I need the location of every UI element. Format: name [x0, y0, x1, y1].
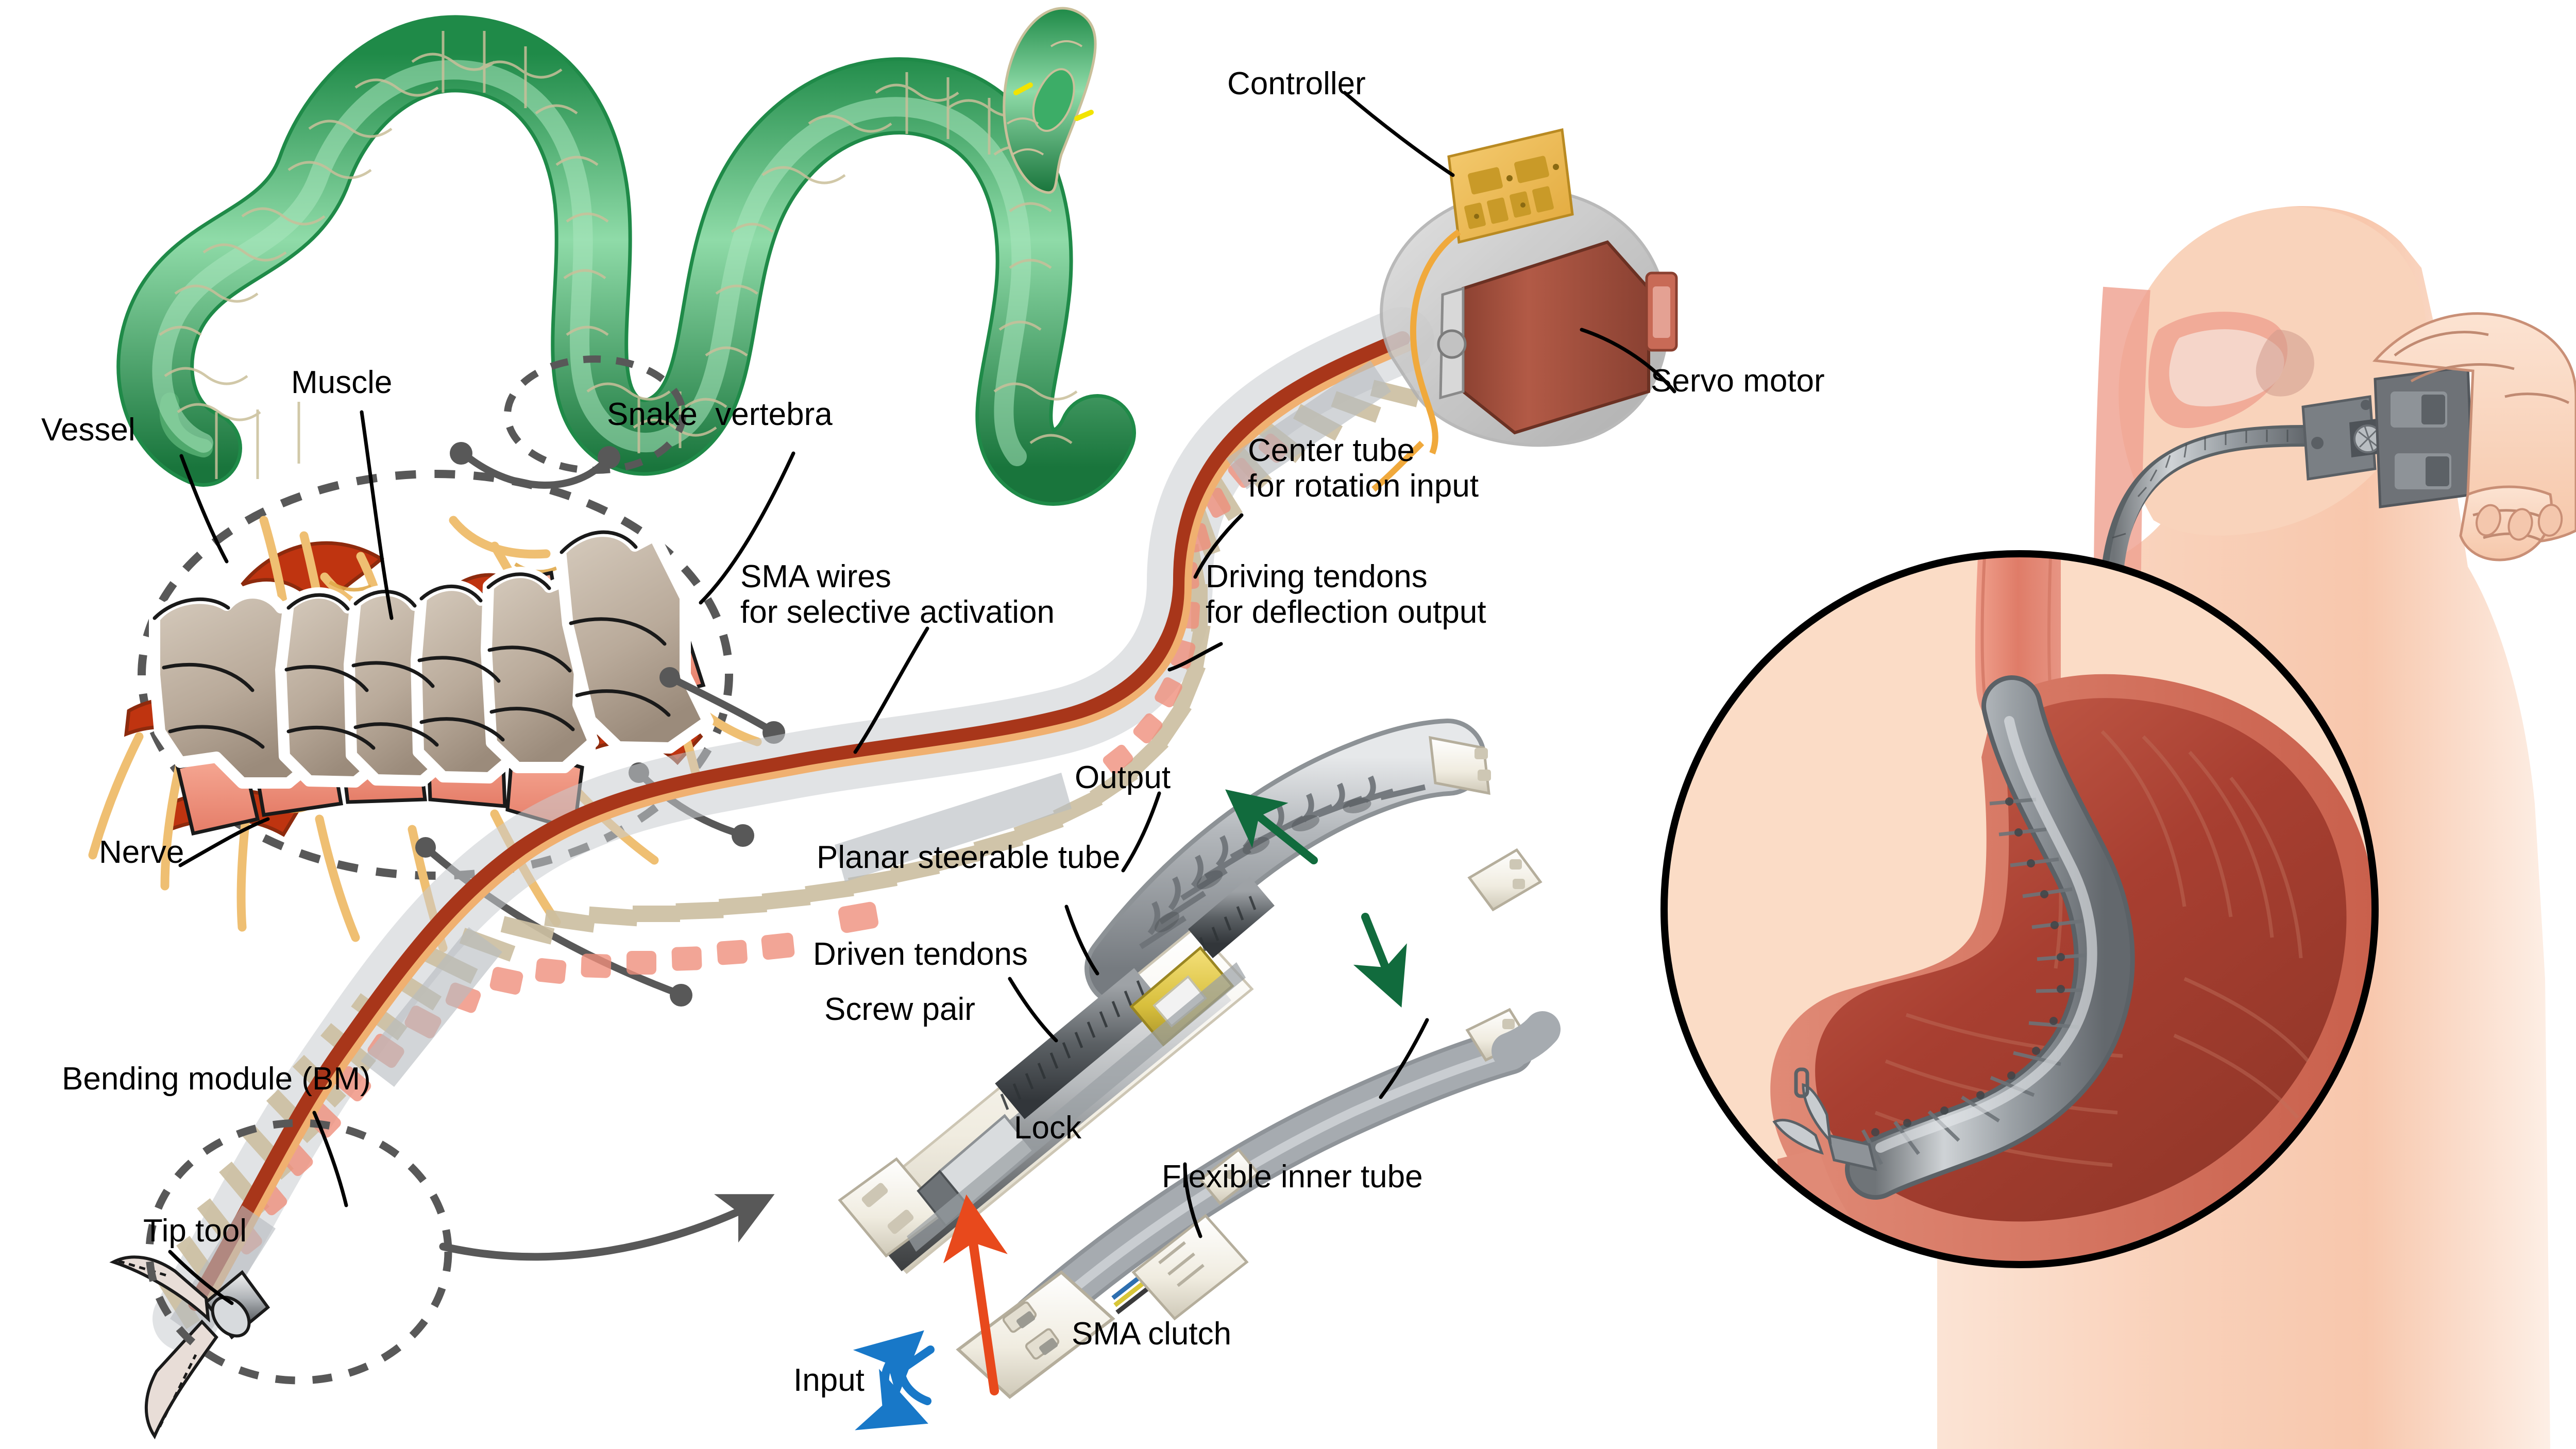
- steerable-tube-end-cap: [1429, 736, 1491, 795]
- leader-vertebra-to-body-3: [666, 674, 776, 735]
- output-arrow-upper: [1225, 789, 1318, 864]
- endoscope-segment-dots: [1871, 797, 2065, 1136]
- label-bending-module: Bending module (BM): [62, 1061, 371, 1097]
- snake-vertebra-anatomy: [88, 516, 762, 952]
- leader-bending-module: [312, 1111, 348, 1207]
- operator-hand: [2372, 312, 2576, 561]
- driven-tendons-braid: [995, 876, 1275, 1119]
- label-controller: Controller: [1227, 66, 1366, 101]
- label-planar-steerable-tube: Planar steerable tube: [817, 840, 1121, 875]
- output-arrow-lower: [1353, 913, 1407, 1008]
- robot-body-muscle-analogues: [227, 433, 1289, 1255]
- label-output: Output: [1075, 760, 1171, 795]
- bm-to-detail-arrow: [439, 1194, 775, 1261]
- leader-nerve: [178, 817, 270, 867]
- label-lock: Lock: [1014, 1110, 1081, 1146]
- tongue: [2169, 329, 2284, 406]
- snake-eye: [1013, 82, 1033, 95]
- lock-arrow: [943, 1194, 1008, 1395]
- leader-controller: [1343, 91, 1455, 177]
- leader-servo-motor: [1580, 328, 1676, 394]
- leader-planar-steerable-tube: [1121, 791, 1161, 873]
- label-tip-tool: Tip tool: [143, 1213, 247, 1249]
- leader-flexible-inner-tube: [1379, 1018, 1429, 1099]
- driving-tendon-line: [199, 344, 1413, 1315]
- vertebra-callout-ellipse: [138, 470, 733, 880]
- controller-pcb: [1447, 128, 1574, 244]
- leader-sma-wires: [853, 626, 929, 754]
- label-input: Input: [793, 1362, 865, 1398]
- leader-center-tube: [1193, 513, 1244, 579]
- leader-screw-pair: [1008, 977, 1058, 1043]
- transmission-mechanism-detail: [838, 719, 1561, 1399]
- detail-second-branch-cap: [1467, 848, 1543, 912]
- label-flexible-inner-tube: Flexible inner tube: [1162, 1159, 1423, 1195]
- endoscope-handle: [2301, 365, 2475, 508]
- vertebra-detail-lines: [152, 530, 671, 750]
- label-leader-lines: [168, 91, 1676, 1305]
- magnifier-circle-outline: [1660, 550, 2379, 1268]
- leader-driving-tendons: [1167, 642, 1223, 672]
- snake-scale-pattern: [159, 31, 1078, 479]
- flexible-inner-tube: [1012, 1008, 1561, 1342]
- label-center-tube: Center tube for rotation input: [1248, 433, 1479, 504]
- sma-clutch: [956, 1214, 1249, 1399]
- controller-housing: [1371, 128, 1678, 492]
- leader-vessel: [179, 454, 229, 564]
- controller-wire: [1410, 229, 1461, 455]
- label-sma-wires: SMA wires for selective activation: [740, 559, 1055, 630]
- label-muscle: Muscle: [291, 365, 393, 400]
- leader-driven-tendons: [1064, 905, 1099, 976]
- planar-steerable-tube: [1084, 719, 1491, 1007]
- snake-illustration: [116, 7, 1136, 506]
- mechanism-barrel: [838, 876, 1275, 1274]
- inner-tube-collars: [1198, 1008, 1530, 1205]
- leader-snake-vertebra: [699, 451, 795, 605]
- snake-head: [1003, 7, 1097, 194]
- label-driving-tendons: Driving tendons for deflection output: [1206, 559, 1486, 630]
- endoscope-in-stomach: [1772, 675, 2135, 1200]
- label-screw-pair: Screw pair: [824, 992, 975, 1027]
- tip-tool-grasper: [109, 1255, 270, 1440]
- label-vessel: Vessel: [41, 412, 135, 448]
- hand-finger-lines: [2394, 331, 2570, 541]
- label-snake-vertebra: Snake vertebra: [607, 397, 833, 432]
- leader-sma-clutch: [1183, 1162, 1202, 1238]
- servo-motor: [1437, 240, 1678, 435]
- leader-muscle: [360, 410, 394, 620]
- label-sma-clutch: SMA clutch: [1072, 1316, 1232, 1352]
- label-nerve: Nerve: [99, 834, 184, 870]
- label-driven-tendons: Driven tendons: [813, 936, 1028, 972]
- input-rotation-arrow: [853, 1330, 935, 1430]
- endoscope-tip-tool-in-stomach: [1772, 1067, 1877, 1171]
- stomach-magnifier: [1660, 550, 2379, 1268]
- fingernails: [2476, 504, 2563, 541]
- center-tube-line: [188, 331, 1410, 1311]
- robot-body-serpentine: [152, 307, 1434, 1352]
- bending-module-callout-ellipse: [145, 1119, 452, 1385]
- leader-tip-tool: [168, 1250, 234, 1305]
- label-servo-motor: Servo motor: [1651, 363, 1825, 399]
